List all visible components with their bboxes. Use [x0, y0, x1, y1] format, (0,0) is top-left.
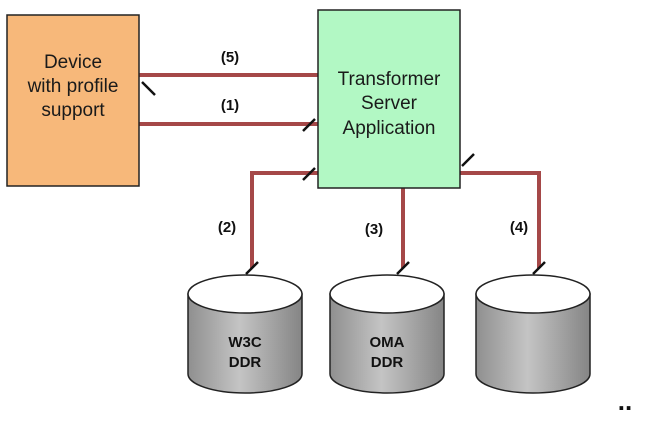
server-box: Transformer Server Application [317, 9, 461, 189]
tick-mark [461, 153, 475, 167]
connectors [139, 73, 541, 268]
connector-2 [250, 171, 318, 268]
tick-mark [302, 118, 316, 132]
database-top [187, 274, 303, 314]
database-body [475, 293, 591, 394]
database-body [329, 293, 445, 394]
database-top [475, 274, 591, 314]
step-label-5: (5) [221, 49, 239, 66]
tick-mark [302, 167, 316, 181]
database-top [329, 274, 445, 314]
device-label-line-2: with profile [27, 76, 119, 97]
database-label-line-1: W3C [228, 334, 262, 351]
step-label-2: (2) [218, 219, 236, 236]
device-box: Device with profile support [6, 14, 140, 187]
server-label-line-1: Transformer [338, 69, 441, 90]
server-label-line-3: Application [343, 118, 436, 139]
server-box-rect [317, 9, 461, 189]
device-box-rect [6, 14, 140, 187]
database-body [187, 293, 303, 394]
interface-ticks [141, 81, 546, 275]
database-w3c-ddr: W3C DDR [187, 274, 303, 394]
step-label-1: (1) [221, 97, 239, 114]
tick-mark [532, 261, 546, 275]
more-databases-indicator: .. [618, 386, 632, 416]
step-label-3: (3) [365, 221, 383, 238]
device-label-line-3: support [41, 100, 105, 121]
database-oma-ddr: OMA DDR [329, 274, 445, 394]
device-label-line-1: Device [44, 52, 102, 73]
database-label-line-2: DDR [371, 354, 404, 371]
database-unlabeled [475, 274, 591, 394]
connector-4 [460, 171, 541, 268]
tick-mark [396, 261, 410, 275]
step-label-4: (4) [510, 219, 528, 236]
tick-mark [245, 261, 259, 275]
database-label-line-1: OMA [370, 334, 405, 351]
database-label-line-2: DDR [229, 354, 262, 371]
server-label-line-2: Server [361, 93, 418, 114]
step-labels: (5) (1) (2) (3) (4) [218, 49, 528, 238]
tick-mark [141, 81, 156, 96]
